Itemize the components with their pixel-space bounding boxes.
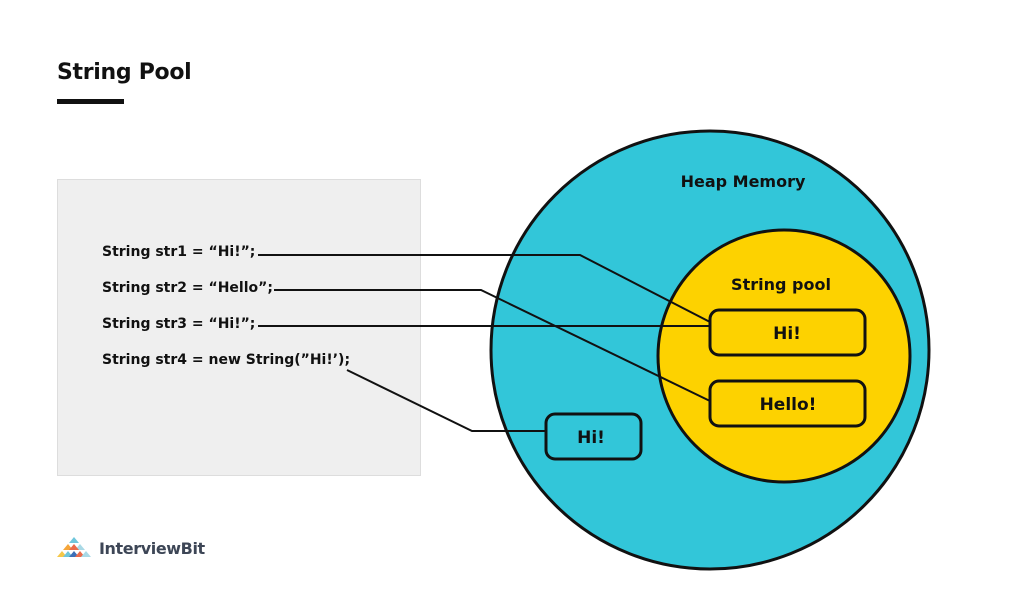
- code-line-str3: String str3 = “Hi!”;: [102, 316, 256, 332]
- pool-object-hello: [708, 379, 867, 428]
- pool-object-hello-label: Hello!: [760, 395, 817, 415]
- heap-object-hi-label: Hi!: [577, 428, 605, 448]
- interviewbit-logo: InterviewBit: [54, 535, 205, 561]
- code-line-str4: String str4 = new String(”Hi!’);: [102, 352, 351, 368]
- brand-name: InterviewBit: [99, 538, 205, 558]
- string-pool-label: String pool: [731, 275, 831, 294]
- code-line-str1: String str1 = “Hi!”;: [102, 244, 256, 260]
- title-underline: [57, 99, 124, 104]
- heap-object-hi: [544, 412, 643, 461]
- code-line-str2: String str2 = “Hello”;: [102, 280, 273, 296]
- connector-str2: [274, 289, 711, 402]
- connector-str1: [258, 254, 711, 323]
- code-panel: [57, 179, 421, 476]
- connector-str4: [346, 369, 546, 432]
- heap-memory-label: Heap Memory: [681, 172, 806, 191]
- page-title: String Pool: [57, 60, 192, 85]
- interviewbit-mark-icon: [57, 537, 91, 557]
- pool-object-hi: [708, 308, 867, 357]
- pool-object-hi-label: Hi!: [773, 324, 801, 344]
